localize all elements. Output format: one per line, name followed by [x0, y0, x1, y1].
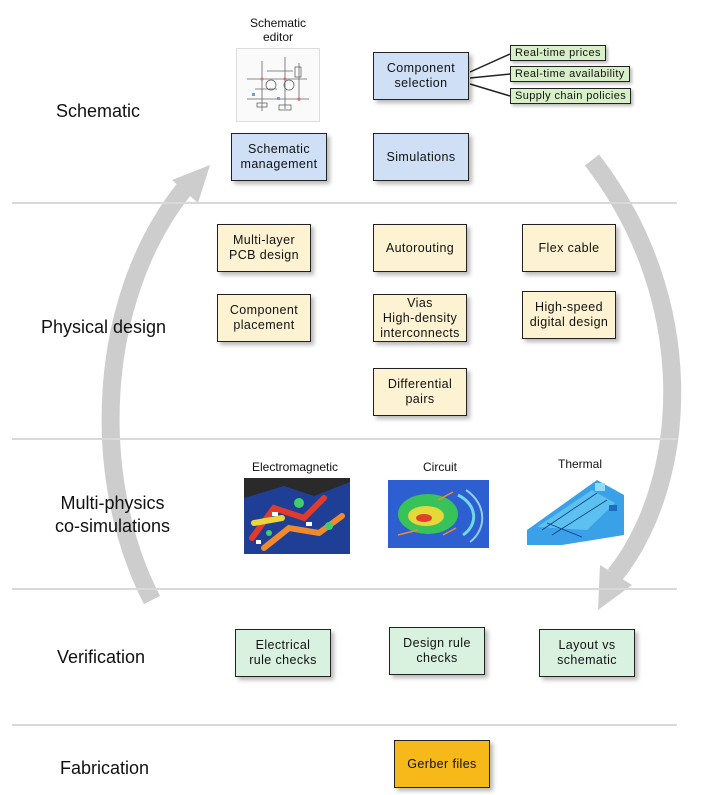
schematic-management-box: Schematic management	[231, 133, 327, 181]
tag-real-time-prices: Real-time prices	[510, 45, 606, 61]
thermal-caption: Thermal	[557, 457, 602, 471]
autorouting-box: Autorouting	[373, 224, 467, 272]
electrical-rule-checks-box: Electrical rule checks	[235, 629, 331, 677]
stage-label-verification: Verification	[57, 647, 146, 667]
down-arrow	[584, 154, 682, 581]
divider-line	[12, 438, 677, 440]
down-arrowhead	[598, 565, 632, 610]
gerber-files-box: Gerber files	[394, 740, 490, 788]
thermal-thumbnail	[527, 475, 624, 545]
circuit-caption: Circuit	[422, 460, 457, 474]
schematic-editor-thumbnail	[236, 48, 320, 122]
tag-real-time-availability: Real-time availability	[510, 66, 630, 82]
electromagnetic-thumbnail	[244, 478, 350, 554]
circuit-thumbnail	[388, 480, 489, 548]
divider-line	[12, 202, 677, 204]
high-speed-digital-box: High-speed digital design	[522, 291, 616, 339]
component-placement-box: Component placement	[217, 294, 311, 342]
connector-line	[469, 73, 511, 79]
schematic-editor-caption: Schematic editor	[249, 16, 307, 44]
layout-vs-schematic-box: Layout vs schematic	[539, 629, 635, 677]
differential-pairs-box: Differential pairs	[373, 368, 467, 416]
electromagnetic-caption: Electromagnetic	[251, 460, 339, 474]
multilayer-pcb-box: Multi-layer PCB design	[217, 224, 311, 272]
vias-hdi-box: Vias High-density interconnects	[373, 294, 467, 342]
component-selection-box: Component selection	[373, 52, 469, 100]
up-arrowhead	[172, 165, 210, 203]
divider-line	[12, 588, 677, 590]
stage-label-multiphysics: Multi-physics co-simulations	[55, 493, 171, 536]
stage-label-physical: Physical design	[41, 317, 167, 337]
stage-label-fabrication: Fabrication	[60, 758, 150, 778]
divider-line	[12, 724, 677, 726]
up-arrow	[101, 182, 193, 605]
stage-label-schematic: Schematic	[56, 101, 141, 121]
flex-cable-box: Flex cable	[522, 224, 616, 272]
design-rule-checks-box: Design rule checks	[389, 627, 485, 675]
simulations-box: Simulations	[373, 133, 469, 181]
connector-line	[469, 83, 511, 97]
tag-supply-chain-policies: Supply chain policies	[510, 88, 632, 104]
connector-line	[469, 53, 511, 73]
